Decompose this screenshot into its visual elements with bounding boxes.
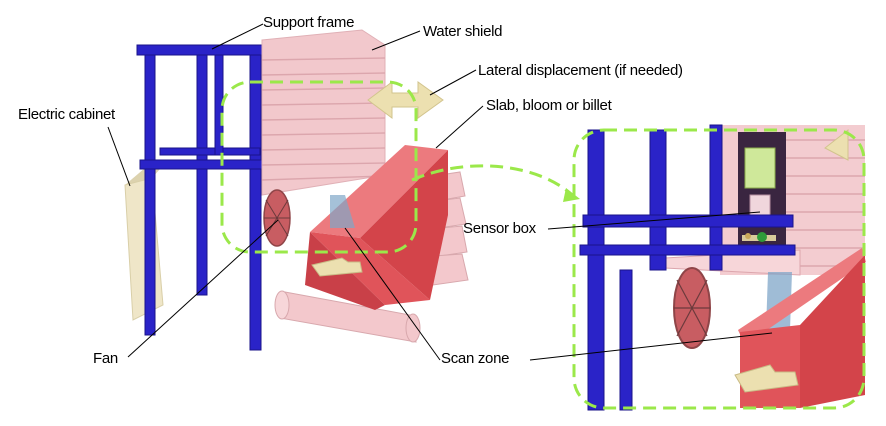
water-shield (261, 29, 386, 196)
zoom-connector (411, 164, 574, 197)
scan-beam (330, 195, 355, 228)
label-sensor-box: Sensor box (463, 220, 536, 237)
zoom-connector-arrowhead (563, 188, 580, 202)
label-slab: Slab, bloom or billet (486, 97, 612, 114)
label-fan: Fan (93, 350, 118, 367)
label-electric-cabinet: Electric cabinet (18, 106, 115, 123)
zoom-view (579, 124, 866, 411)
zoom-highlight-border (572, 128, 866, 410)
sensor-box (742, 147, 776, 242)
bracket (311, 257, 363, 277)
fan (263, 189, 291, 247)
label-lateral-displacement: Lateral displacement (if needed) (478, 62, 683, 79)
label-support-frame: Support frame (263, 14, 355, 31)
label-water-shield: Water shield (423, 23, 503, 40)
lateral-displacement-arrow (367, 81, 444, 119)
highlight-region (220, 80, 418, 254)
leader-lines (107, 23, 773, 361)
label-scan-zone: Scan zone (441, 350, 510, 367)
